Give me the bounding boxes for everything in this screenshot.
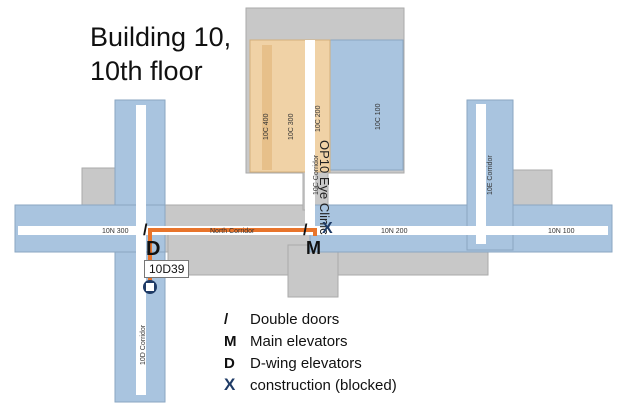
d-wing-elevator-label: D bbox=[146, 238, 161, 260]
main-elevator-label: M bbox=[306, 238, 321, 258]
page-title: Building 10, 10th floor bbox=[90, 22, 232, 86]
label-c300: 10C 300 bbox=[288, 113, 295, 140]
double-door-east: / bbox=[303, 222, 308, 239]
label-n300: 10N 300 bbox=[102, 228, 129, 235]
legend: / Double doors M Main elevators D D-wing… bbox=[224, 308, 397, 396]
label-c-corridor: 10C Corridor bbox=[313, 154, 320, 195]
elevator-pin-icon bbox=[143, 280, 157, 294]
construction-marker: X bbox=[322, 220, 333, 237]
legend-row-doors: / Double doors bbox=[224, 310, 340, 328]
label-c200: 10C 200 bbox=[315, 105, 322, 132]
label-c100: 10C 100 bbox=[375, 103, 382, 130]
legend-row-main-elevators: M Main elevators bbox=[224, 332, 348, 350]
label-n100: 10N 100 bbox=[548, 228, 575, 235]
label-e-corridor: 10E Corridor bbox=[487, 155, 494, 195]
label-north-corridor: North Corridor bbox=[210, 228, 255, 235]
legend-row-d-elevators: D D-wing elevators bbox=[224, 354, 362, 372]
label-d-corridor: 10D Corridor bbox=[140, 324, 147, 365]
double-door-west: / bbox=[143, 222, 148, 239]
clinic-area bbox=[249, 39, 331, 173]
legend-row-construction: X construction (blocked) bbox=[224, 375, 397, 394]
label-n200: 10N 200 bbox=[381, 228, 408, 235]
label-c400: 10C 400 bbox=[263, 113, 270, 140]
label-clinic: OP10 Eye Clinic bbox=[317, 140, 332, 235]
room-tag: 10D39 bbox=[144, 260, 190, 278]
